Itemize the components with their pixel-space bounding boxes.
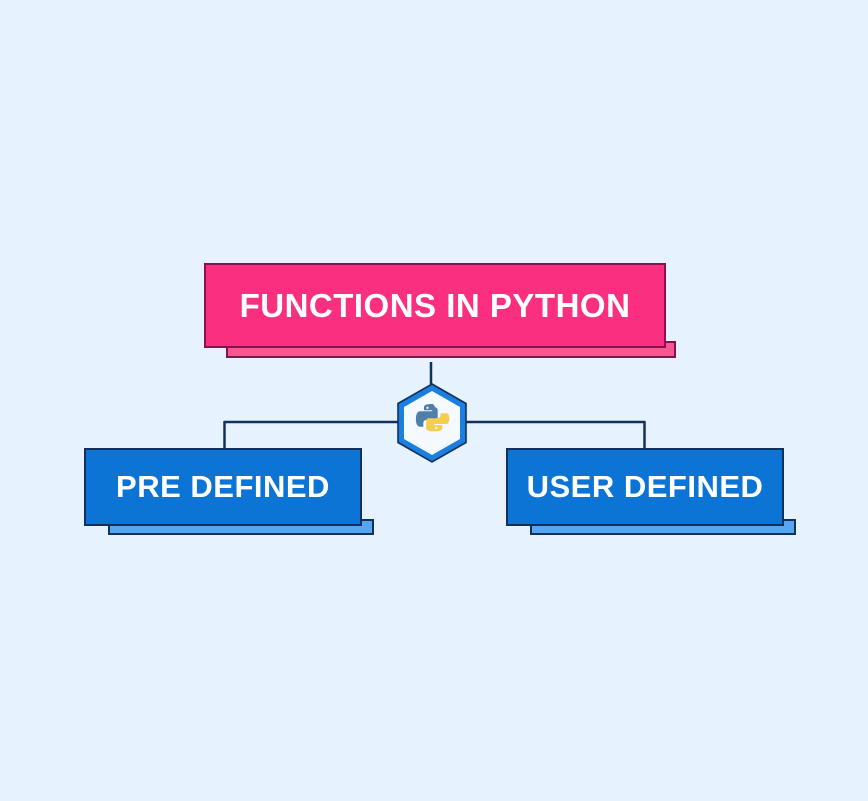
user-defined-node-label: USER DEFINED [506,448,784,526]
node-user-defined[interactable]: USER DEFINED [506,448,796,540]
pre-defined-node-label: PRE DEFINED [84,448,362,526]
root-node-label: FUNCTIONS IN PYTHON [204,263,666,348]
node-root-functions-in-python[interactable]: FUNCTIONS IN PYTHON [204,263,676,363]
python-logo-icon [396,383,468,463]
node-pre-defined[interactable]: PRE DEFINED [84,448,374,540]
